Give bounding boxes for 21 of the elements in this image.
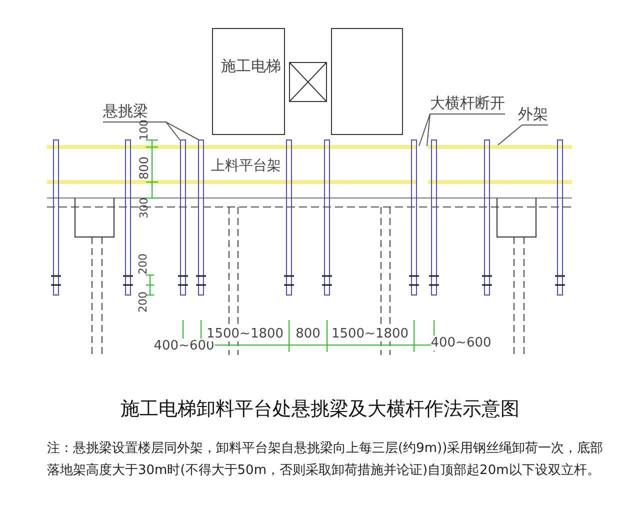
leader-line: [498, 124, 548, 146]
dimension-text: 800: [137, 156, 151, 180]
elevator-box: [212, 28, 285, 135]
note-text: 注：悬挑梁设置楼层同外架，卸料平台架自悬挑梁向上每三层(约9m))采用钢丝绳卸荷一次，底部落地架高度大于30m时(不得大于50m，否则采取卸荷措施并论证)自顶部起20m以下设双立杆。: [47, 440, 604, 480]
drawing-label: 上料平台架: [211, 157, 281, 175]
leader-line: [102, 122, 200, 140]
dimension-text: 1500~1800: [206, 326, 284, 342]
elevator-box: [331, 28, 403, 135]
callout-label: 外架: [518, 105, 548, 123]
dimension-text: 100: [138, 120, 150, 140]
dimension-text: 300: [138, 198, 150, 218]
callout-label: 悬挑梁: [103, 102, 148, 120]
dimension-text: 400~600: [154, 338, 214, 354]
dimension-text: 1500~1800: [331, 326, 409, 342]
caption: 施工电梯卸料平台处悬挑梁及大横杆作法示意图: [120, 397, 520, 422]
elevator-label: 施工电梯: [221, 57, 281, 76]
dimension-text: 400~600: [430, 336, 492, 350]
cross-box: [289, 62, 327, 102]
dimension-text: 200: [136, 292, 150, 312]
callout-label: 大横杆断开: [430, 94, 505, 112]
dimension-text: 200: [136, 254, 150, 274]
